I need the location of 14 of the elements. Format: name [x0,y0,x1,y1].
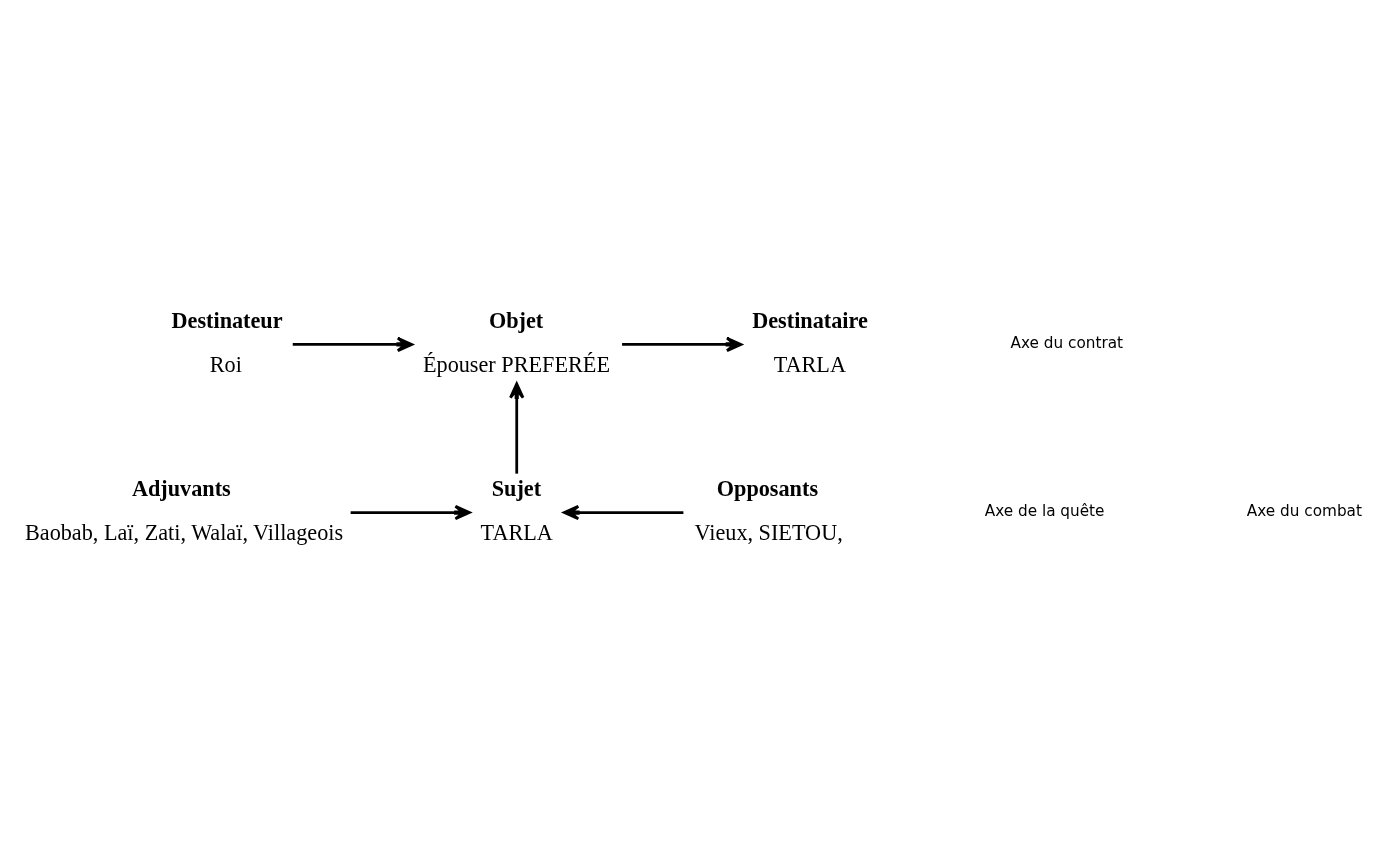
arrow [350,504,471,521]
label: Axe du contrat [1010,334,1124,353]
node-text: Objet Épouser PREFERÉE [422,307,610,377]
arrow [292,336,414,353]
node-text: Adjuvants Baobab, Laï, Zati, Walaï, Villageois [24,475,344,546]
arrow [562,504,684,521]
node-text: Opposants Vieux, SIETOU, [694,475,843,546]
label: Axe de la quête [984,502,1105,521]
node-text: Sujet TARLA [480,475,553,546]
node-text: Destinateur Roi [171,307,283,377]
arrow [622,336,743,353]
arrow [509,382,525,474]
node-text: Destinataire TARLA [752,307,868,377]
label: Axe du combat [1246,502,1362,521]
